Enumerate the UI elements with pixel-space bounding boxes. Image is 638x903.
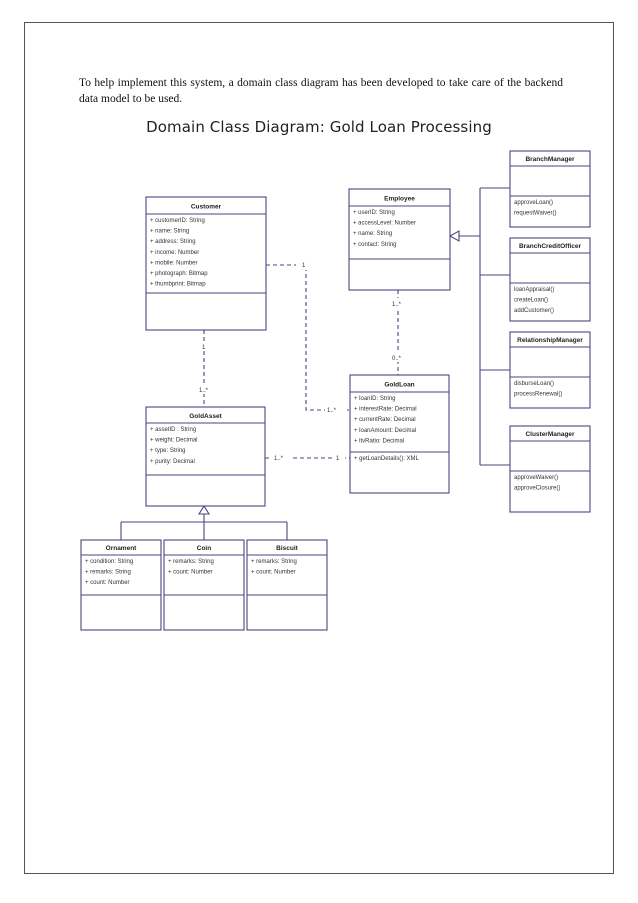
biscuit-name: Biscuit	[276, 545, 299, 552]
relationshipmanager-name: RelationshipManager	[517, 337, 583, 344]
coin-attribute: + count: Number	[168, 570, 213, 576]
mult-employee-loan-many: 1..*	[392, 302, 402, 308]
goldasset-attribute: + type: String	[150, 448, 186, 454]
goldloan-attribute: + ltvRatio: Decimal	[354, 438, 404, 444]
branchmanager-method: requestWaiver()	[514, 211, 556, 217]
clustermanager-method: approveWaiver()	[514, 475, 558, 481]
class-coin: Coin + remarks: String + count: Number	[163, 539, 245, 631]
employee-name: Employee	[384, 196, 415, 203]
customer-attribute: + mobile: Number	[150, 260, 198, 266]
branchcreditofficer-box	[509, 237, 591, 322]
branchcreditofficer-method: addCustomer()	[514, 308, 554, 314]
customer-attribute: + customerID: String	[150, 218, 205, 224]
branchmanager-method: approveLoan()	[514, 200, 553, 206]
biscuit-box	[246, 539, 328, 631]
clustermanager-method: approveClosure()	[514, 486, 560, 492]
branchmanager-name: BranchManager	[525, 156, 575, 163]
customer-attribute: + address: String	[150, 239, 196, 245]
mult-employee-loan-zero-many: 0..*	[392, 356, 402, 362]
goldasset-name: GoldAsset	[189, 413, 222, 420]
coin-attribute: + remarks: String	[168, 559, 214, 565]
mult-customer-loan-many: 1..*	[327, 408, 337, 414]
class-goldloan: GoldLoan + loanID: String + interestRate: …	[349, 374, 450, 494]
multiplicity-labels: 1 1..* 1 1..* 1..* 0..* 1..* 1	[194, 260, 408, 463]
mult-asset-loan-1: 1	[336, 456, 340, 462]
branchcreditofficer-name: BranchCreditOfficer	[519, 243, 582, 250]
generalization-arrow-goldasset	[198, 504, 210, 515]
ornament-name: Ornament	[106, 545, 138, 552]
employee-attribute: + accessLevel: Number	[353, 221, 416, 227]
employee-attribute: + name: String	[353, 231, 392, 237]
relationships	[120, 187, 510, 540]
clustermanager-box	[509, 425, 591, 513]
customer-goldloan-link	[266, 264, 350, 411]
class-branchmanager: BranchManager approveLoan() requestWaiver(…	[509, 150, 591, 228]
goldloan-attribute: + loanID: String	[354, 396, 396, 402]
employee-attribute: + userID: String	[353, 210, 395, 216]
employee-box	[348, 188, 451, 291]
biscuit-attribute: + remarks: String	[251, 559, 297, 565]
goldloan-attribute: + loanAmount: Decimal	[354, 428, 416, 434]
goldasset-attribute: + assetID : String	[150, 427, 196, 433]
ornament-attribute: + condition: String	[85, 559, 133, 565]
mult-customer-asset-1: 1	[202, 345, 206, 351]
class-boxes: Customer + customerID: String + name: Stri…	[80, 150, 591, 631]
class-relationshipmanager: RelationshipManager disburseLoan() process…	[509, 331, 591, 409]
branchmanager-box	[509, 150, 591, 228]
relationshipmanager-box	[509, 331, 591, 409]
class-ornament: Ornament + condition: String + remarks: St…	[80, 539, 162, 631]
class-customer: Customer + customerID: String + name: Stri…	[145, 196, 267, 331]
diagram-title: Domain Class Diagram: Gold Loan Processi…	[146, 118, 492, 136]
goldloan-attribute: + interestRate: Decimal	[354, 407, 417, 413]
class-biscuit: Biscuit + remarks: String + count: Number	[246, 539, 328, 631]
goldasset-attribute: + purity: Decimal	[150, 459, 195, 465]
clustermanager-name: ClusterManager	[525, 431, 575, 438]
class-branchcreditofficer: BranchCreditOfficer loanAppraisal() create…	[509, 237, 591, 322]
class-goldasset: GoldAsset + assetID : String + weight: Dec…	[145, 406, 266, 507]
goldasset-box	[145, 406, 266, 507]
customer-name: Customer	[191, 204, 222, 211]
biscuit-attribute: + count: Number	[251, 570, 296, 576]
class-employee: Employee + userID: String + accessLevel: N…	[348, 188, 451, 291]
goldloan-name: GoldLoan	[384, 382, 414, 389]
customer-attribute: + photograph: Bitmap	[150, 271, 208, 277]
goldloan-method: + getLoanDetails(): XML	[354, 456, 420, 462]
customer-attribute: + thumbprint: Bitmap	[150, 282, 206, 288]
page-border	[24, 22, 614, 874]
employee-attribute: + contact: String	[353, 242, 397, 248]
branchcreditofficer-method: createLoan()	[514, 298, 548, 304]
ornament-attribute: + remarks: String	[85, 570, 131, 576]
customer-box	[145, 196, 267, 331]
mult-customer-asset-many: 1..*	[199, 388, 209, 394]
relationshipmanager-method: processRenewal()	[514, 392, 562, 398]
coin-name: Coin	[197, 545, 211, 552]
generalization-arrow-employee	[448, 230, 460, 242]
relationshipmanager-method: disburseLoan()	[514, 381, 554, 387]
intro-paragraph: To help implement this system, a domain …	[79, 77, 563, 105]
customer-attribute: + name: String	[150, 229, 189, 235]
class-clustermanager: ClusterManager approveWaiver() approveClos…	[509, 425, 591, 513]
ornament-attribute: + count: Number	[85, 580, 130, 586]
customer-attribute: + income: Number	[150, 250, 199, 256]
branchcreditofficer-method: loanAppraisal()	[514, 287, 554, 293]
mult-asset-loan-many: 1..*	[274, 456, 284, 462]
mult-customer-loan-1: 1	[302, 263, 306, 269]
goldloan-box	[349, 374, 450, 494]
coin-box	[163, 539, 245, 631]
goldasset-attribute: + weight: Decimal	[150, 438, 198, 444]
goldloan-attribute: + currentRate: Decimal	[354, 417, 416, 423]
